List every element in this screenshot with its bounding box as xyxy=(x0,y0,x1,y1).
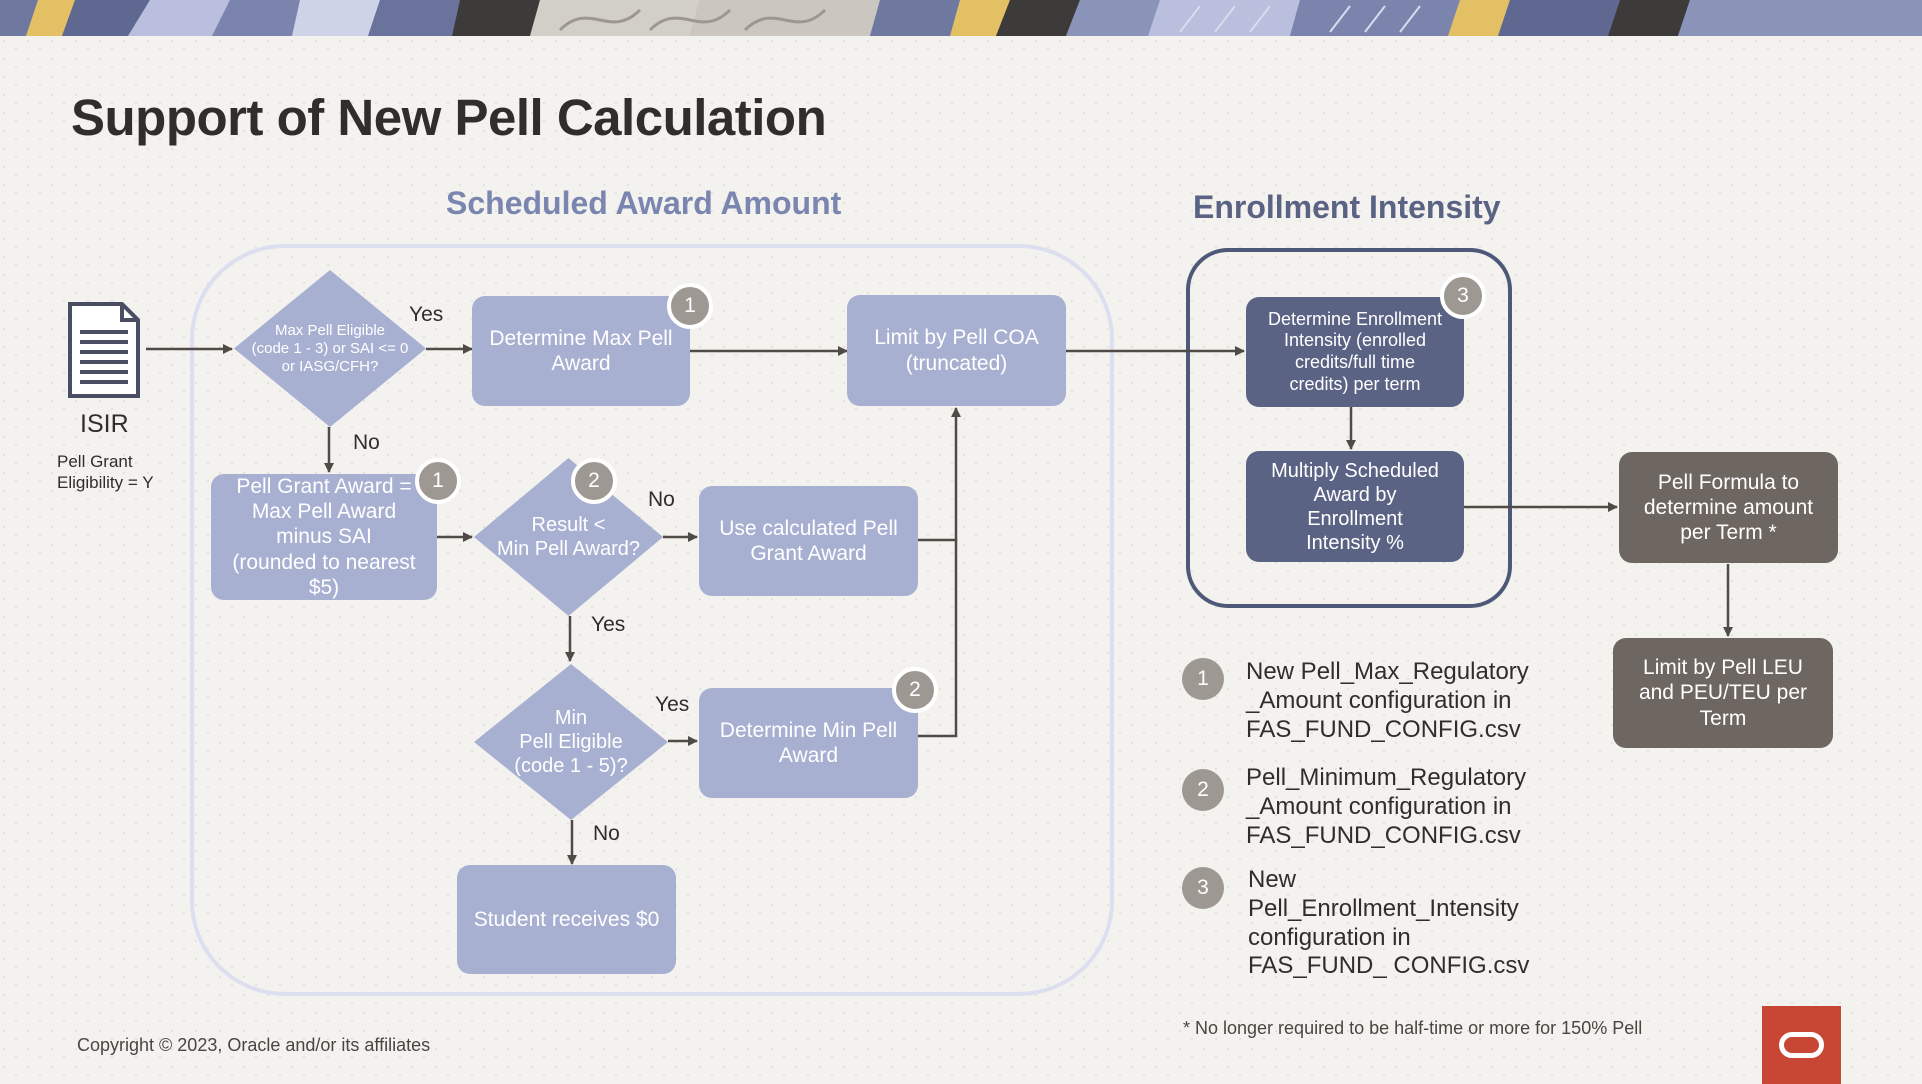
badge-max-regulatory-award: 1 xyxy=(415,458,461,504)
box-pell-grant-award: Pell Grant Award = Max Pell Award minus … xyxy=(211,474,437,600)
label-yes-eligible: Yes xyxy=(409,303,444,326)
document-icon xyxy=(68,302,140,398)
box-limit-pell-leu: Limit by Pell LEU and PEU/TEU per Term xyxy=(1613,638,1833,748)
box-limit-pell-coa-text: Limit by Pell COA (truncated) xyxy=(874,326,1039,375)
box-pell-formula: Pell Formula to determine amount per Ter… xyxy=(1619,452,1838,563)
box-determine-max-pell: Determine Max Pell Award xyxy=(472,296,690,406)
box-pell-grant-award-text: Pell Grant Award = Max Pell Award minus … xyxy=(232,475,416,599)
arrow-minpell-to-coa xyxy=(918,540,958,738)
legend-text-1: New Pell_Max_Regulatory _Amount configur… xyxy=(1246,658,1529,743)
oracle-logo-ring xyxy=(1779,1032,1824,1058)
legend-badge-1: 1 xyxy=(1182,658,1224,700)
box-multiply-scheduled-text: Multiply Scheduled Award by Enrollment I… xyxy=(1271,459,1439,554)
decision-result-min-text: Result < Min Pell Award? xyxy=(496,514,641,560)
box-multiply-scheduled: Multiply Scheduled Award by Enrollment I… xyxy=(1246,451,1464,562)
label-yes-result: Yes xyxy=(591,613,626,636)
box-student-receives-zero-text: Student receives $0 xyxy=(473,907,660,931)
section-title-enrollment: Enrollment Intensity xyxy=(1193,189,1501,225)
scheduled-award-group xyxy=(190,244,1114,996)
box-determine-min-pell-text: Determine Min Pell Award xyxy=(719,718,898,767)
box-use-calculated: Use calculated Pell Grant Award xyxy=(699,486,918,596)
box-determine-enrollment: Determine Enrollment Intensity (enrolled… xyxy=(1246,297,1464,407)
isir-eligibility-note: Pell Grant Eligibility = Y xyxy=(57,452,154,493)
decision-max-pell-eligible: Max Pell Eligible (code 1 - 3) or SAI <=… xyxy=(234,270,426,427)
label-no-eligible: No xyxy=(353,431,380,454)
footnote: * No longer required to be half-time or … xyxy=(1183,1018,1643,1038)
legend-text-3: New Pell_Enrollment_Intensity configurat… xyxy=(1248,866,1530,980)
legend-badge-3: 3 xyxy=(1182,867,1224,909)
legend-text-2: Pell_Minimum_Regulatory _Amount configur… xyxy=(1246,764,1527,849)
arrow-calculated-to-coa xyxy=(918,407,961,542)
box-use-calculated-text: Use calculated Pell Grant Award xyxy=(719,516,898,565)
box-student-receives-zero: Student receives $0 xyxy=(457,865,676,974)
badge-enrollment-intensity: 3 xyxy=(1440,273,1486,319)
decision-result-min: Result < Min Pell Award? xyxy=(474,458,663,616)
decision-min-pell-eligible: Min Pell Eligible (code 1 - 5)? xyxy=(474,664,668,820)
box-limit-pell-leu-text: Limit by Pell LEU and PEU/TEU per Term xyxy=(1638,656,1808,730)
page-title: Support of New Pell Calculation xyxy=(71,89,827,146)
isir-label: ISIR xyxy=(80,410,129,438)
legend-badge-2: 2 xyxy=(1182,769,1224,811)
badge-min-regulatory: 2 xyxy=(892,667,938,713)
label-no-result: No xyxy=(648,488,675,511)
badge-min-regulatory-result: 2 xyxy=(571,458,617,504)
enrollment-intensity-group xyxy=(1186,248,1512,608)
decorative-banner xyxy=(0,0,1922,36)
oracle-logo-icon xyxy=(1762,1006,1841,1084)
box-determine-max-pell-text: Determine Max Pell Award xyxy=(489,326,673,375)
box-pell-formula-text: Pell Formula to determine amount per Ter… xyxy=(1643,470,1814,545)
copyright: Copyright © 2023, Oracle and/or its affi… xyxy=(77,1035,431,1055)
decision-min-pell-eligible-text: Min Pell Eligible (code 1 - 5)? xyxy=(514,707,628,777)
decision-max-pell-eligible-text: Max Pell Eligible (code 1 - 3) or SAI <=… xyxy=(251,321,409,375)
box-limit-pell-coa: Limit by Pell COA (truncated) xyxy=(847,295,1066,406)
section-title-scheduled: Scheduled Award Amount xyxy=(446,185,842,221)
badge-max-regulatory: 1 xyxy=(667,283,713,329)
box-determine-min-pell: Determine Min Pell Award xyxy=(699,688,918,798)
label-yes-min: Yes xyxy=(655,693,690,716)
label-no-min: No xyxy=(593,822,620,845)
box-determine-enrollment-text: Determine Enrollment Intensity (enrolled… xyxy=(1267,308,1443,394)
